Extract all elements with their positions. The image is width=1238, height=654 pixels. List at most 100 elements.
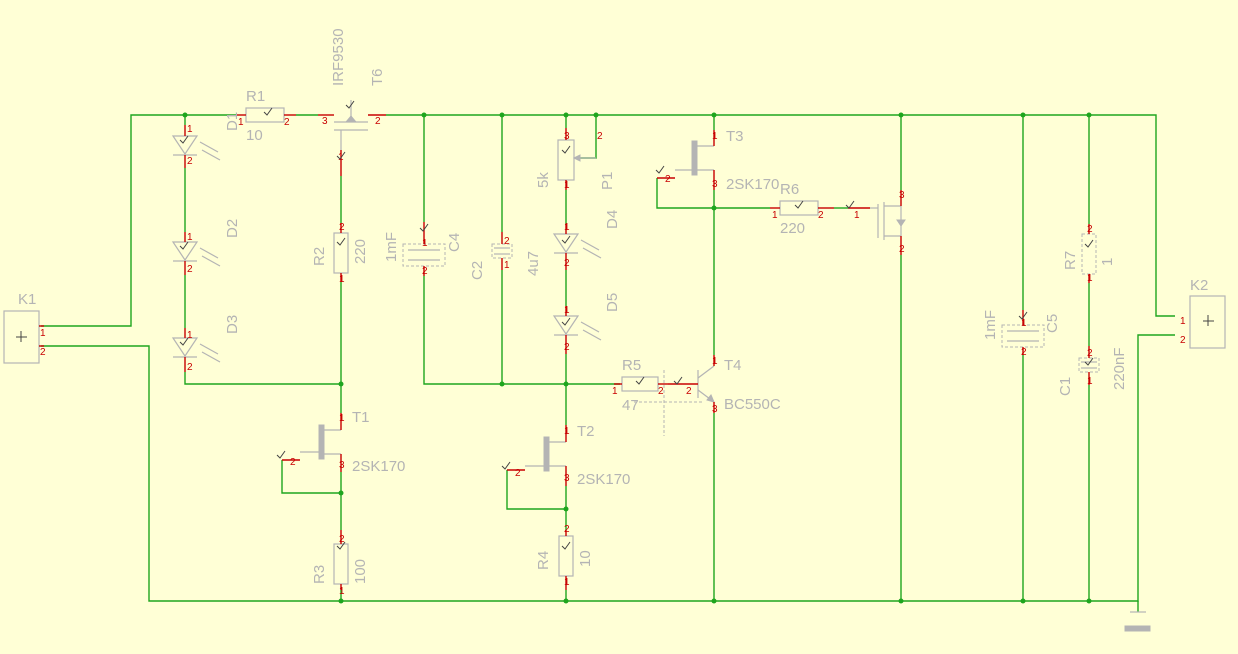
capacitor-c2[interactable]: 2 1 C1 220nF xyxy=(1057,346,1128,396)
resistor-r6[interactable]: 1 2 R6 220 xyxy=(770,181,834,237)
k1-ref: K1 xyxy=(18,291,36,308)
svg-text:1: 1 xyxy=(854,210,860,221)
transistor-t3[interactable]: 1 3 2 T3 2SK170 xyxy=(657,128,779,193)
transistor-t2[interactable]: 1 3 2 T2 2SK170 xyxy=(507,423,630,488)
led-d3[interactable]: 1 2 D3 xyxy=(171,315,241,373)
resistor-r5[interactable]: 1 2 R5 47 xyxy=(612,357,668,414)
t4-ref: T4 xyxy=(724,357,742,374)
resistor-r4[interactable]: 2 1 R4 10 xyxy=(535,524,594,590)
svg-text:1: 1 xyxy=(564,426,570,437)
r3-ref: R3 xyxy=(311,565,328,584)
d1-ref: D1 xyxy=(224,112,241,131)
part-origin-marks xyxy=(179,100,1094,550)
svg-text:1: 1 xyxy=(1087,273,1093,284)
r1-value: 10 xyxy=(246,127,263,144)
c5-value: 1mF xyxy=(982,310,999,340)
svg-text:1: 1 xyxy=(1180,316,1186,327)
resistor-r1[interactable]: 1 2 R1 10 xyxy=(236,88,296,144)
svg-text:2: 2 xyxy=(686,386,692,397)
wire-t1-gate xyxy=(281,460,341,494)
r6-ref: R6 xyxy=(780,181,799,198)
wire-t2-gate xyxy=(506,470,566,510)
wire-top-rail xyxy=(41,114,236,327)
capacitor-c4[interactable]: 1 2 1mF C4 xyxy=(383,222,463,277)
d3-ref: D3 xyxy=(224,315,241,334)
r6-value: 220 xyxy=(780,220,805,237)
d5-ref: D5 xyxy=(604,293,621,312)
svg-text:2: 2 xyxy=(339,534,345,545)
svg-text:2: 2 xyxy=(290,457,296,468)
svg-text:1: 1 xyxy=(712,131,718,142)
led-d5[interactable]: 1 2 D5 xyxy=(552,293,621,354)
wire-vplus-rail xyxy=(386,114,1175,317)
svg-text:1: 1 xyxy=(187,232,193,243)
led-d2[interactable]: 1 2 D2 xyxy=(171,219,241,275)
wire-gnd-rail xyxy=(41,334,1175,602)
r7-ref: R7 xyxy=(1062,251,1079,270)
svg-text:3: 3 xyxy=(339,460,345,471)
c4-ref: C4 xyxy=(446,233,463,252)
t1-ref: T1 xyxy=(352,409,370,426)
svg-text:1: 1 xyxy=(187,330,193,341)
svg-text:1: 1 xyxy=(1087,376,1093,387)
svg-text:2: 2 xyxy=(564,342,570,353)
led-d4[interactable]: 1 2 D4 xyxy=(552,210,621,270)
c4-value: 1mF xyxy=(383,232,400,262)
connector-k1[interactable]: 1 2 K1 xyxy=(3,291,46,364)
r7-value: 1 xyxy=(1099,258,1116,266)
svg-text:1: 1 xyxy=(339,413,345,424)
svg-text:2: 2 xyxy=(187,362,193,373)
r2-ref: R2 xyxy=(311,247,328,266)
resistor-r2[interactable]: 2 1 R2 220 xyxy=(311,222,369,285)
svg-text:2: 2 xyxy=(564,524,570,535)
r5-value: 47 xyxy=(622,397,639,414)
potentiometer-p1[interactable]: 3 2 1 5k P1 xyxy=(535,128,616,191)
d2-ref: D2 xyxy=(224,219,241,238)
svg-text:3: 3 xyxy=(564,473,570,484)
transistor-t6[interactable]: 1 3 2 xyxy=(848,190,906,255)
svg-text:2: 2 xyxy=(1180,335,1186,346)
c1-value: 4u7 xyxy=(525,251,542,276)
transistor-t1[interactable]: 1 3 2 T1 2SK170 xyxy=(282,409,405,475)
svg-text:2: 2 xyxy=(1087,348,1093,359)
svg-text:2: 2 xyxy=(339,222,345,233)
resistor-r3[interactable]: 2 1 R3 100 xyxy=(311,530,369,597)
t5-value: IRF9530 xyxy=(330,28,347,86)
svg-text:3: 3 xyxy=(712,179,718,190)
svg-text:2: 2 xyxy=(658,386,664,397)
wire-d3-bottom xyxy=(184,372,341,385)
svg-text:1: 1 xyxy=(564,180,570,191)
t3-ref: T3 xyxy=(726,128,744,145)
svg-text:2: 2 xyxy=(1021,347,1027,358)
svg-text:2: 2 xyxy=(40,347,46,358)
svg-text:2: 2 xyxy=(665,174,671,185)
svg-text:1: 1 xyxy=(612,386,618,397)
svg-text:1: 1 xyxy=(40,328,46,339)
r5-ref: R5 xyxy=(622,357,641,374)
resistor-r7[interactable]: 2 1 R7 1 xyxy=(1062,224,1116,284)
connector-k2[interactable]: 1 2 K2 xyxy=(1180,277,1226,349)
t4-value: BC550C xyxy=(724,396,781,413)
svg-text:3: 3 xyxy=(712,404,718,415)
svg-text:2: 2 xyxy=(515,468,521,479)
led-d1[interactable]: 1 2 D1 xyxy=(171,112,241,168)
p1-ref: P1 xyxy=(599,172,616,190)
svg-text:1: 1 xyxy=(564,305,570,316)
t3-value: 2SK170 xyxy=(726,176,779,193)
k2-ref: K2 xyxy=(1190,277,1208,294)
capacitor-c1[interactable]: 2 1 C2 4u7 xyxy=(469,232,542,280)
transistor-t5[interactable]: 3 2 1 IRF9530 T6 xyxy=(318,28,386,176)
capacitor-c5[interactable]: 1 2 1mF C5 xyxy=(982,310,1061,358)
p1-value: 5k xyxy=(535,172,552,188)
d4-ref: D4 xyxy=(604,210,621,229)
junctions xyxy=(182,112,1092,604)
svg-text:1: 1 xyxy=(422,238,428,249)
c2-ref: C1 xyxy=(1057,377,1074,396)
transistor-t4[interactable]: 1 3 2 T4 BC550C xyxy=(634,355,781,436)
svg-text:2: 2 xyxy=(375,116,381,127)
svg-text:2: 2 xyxy=(818,210,824,221)
svg-text:1: 1 xyxy=(339,274,345,285)
svg-text:2: 2 xyxy=(1087,224,1093,235)
svg-text:1: 1 xyxy=(712,356,718,367)
